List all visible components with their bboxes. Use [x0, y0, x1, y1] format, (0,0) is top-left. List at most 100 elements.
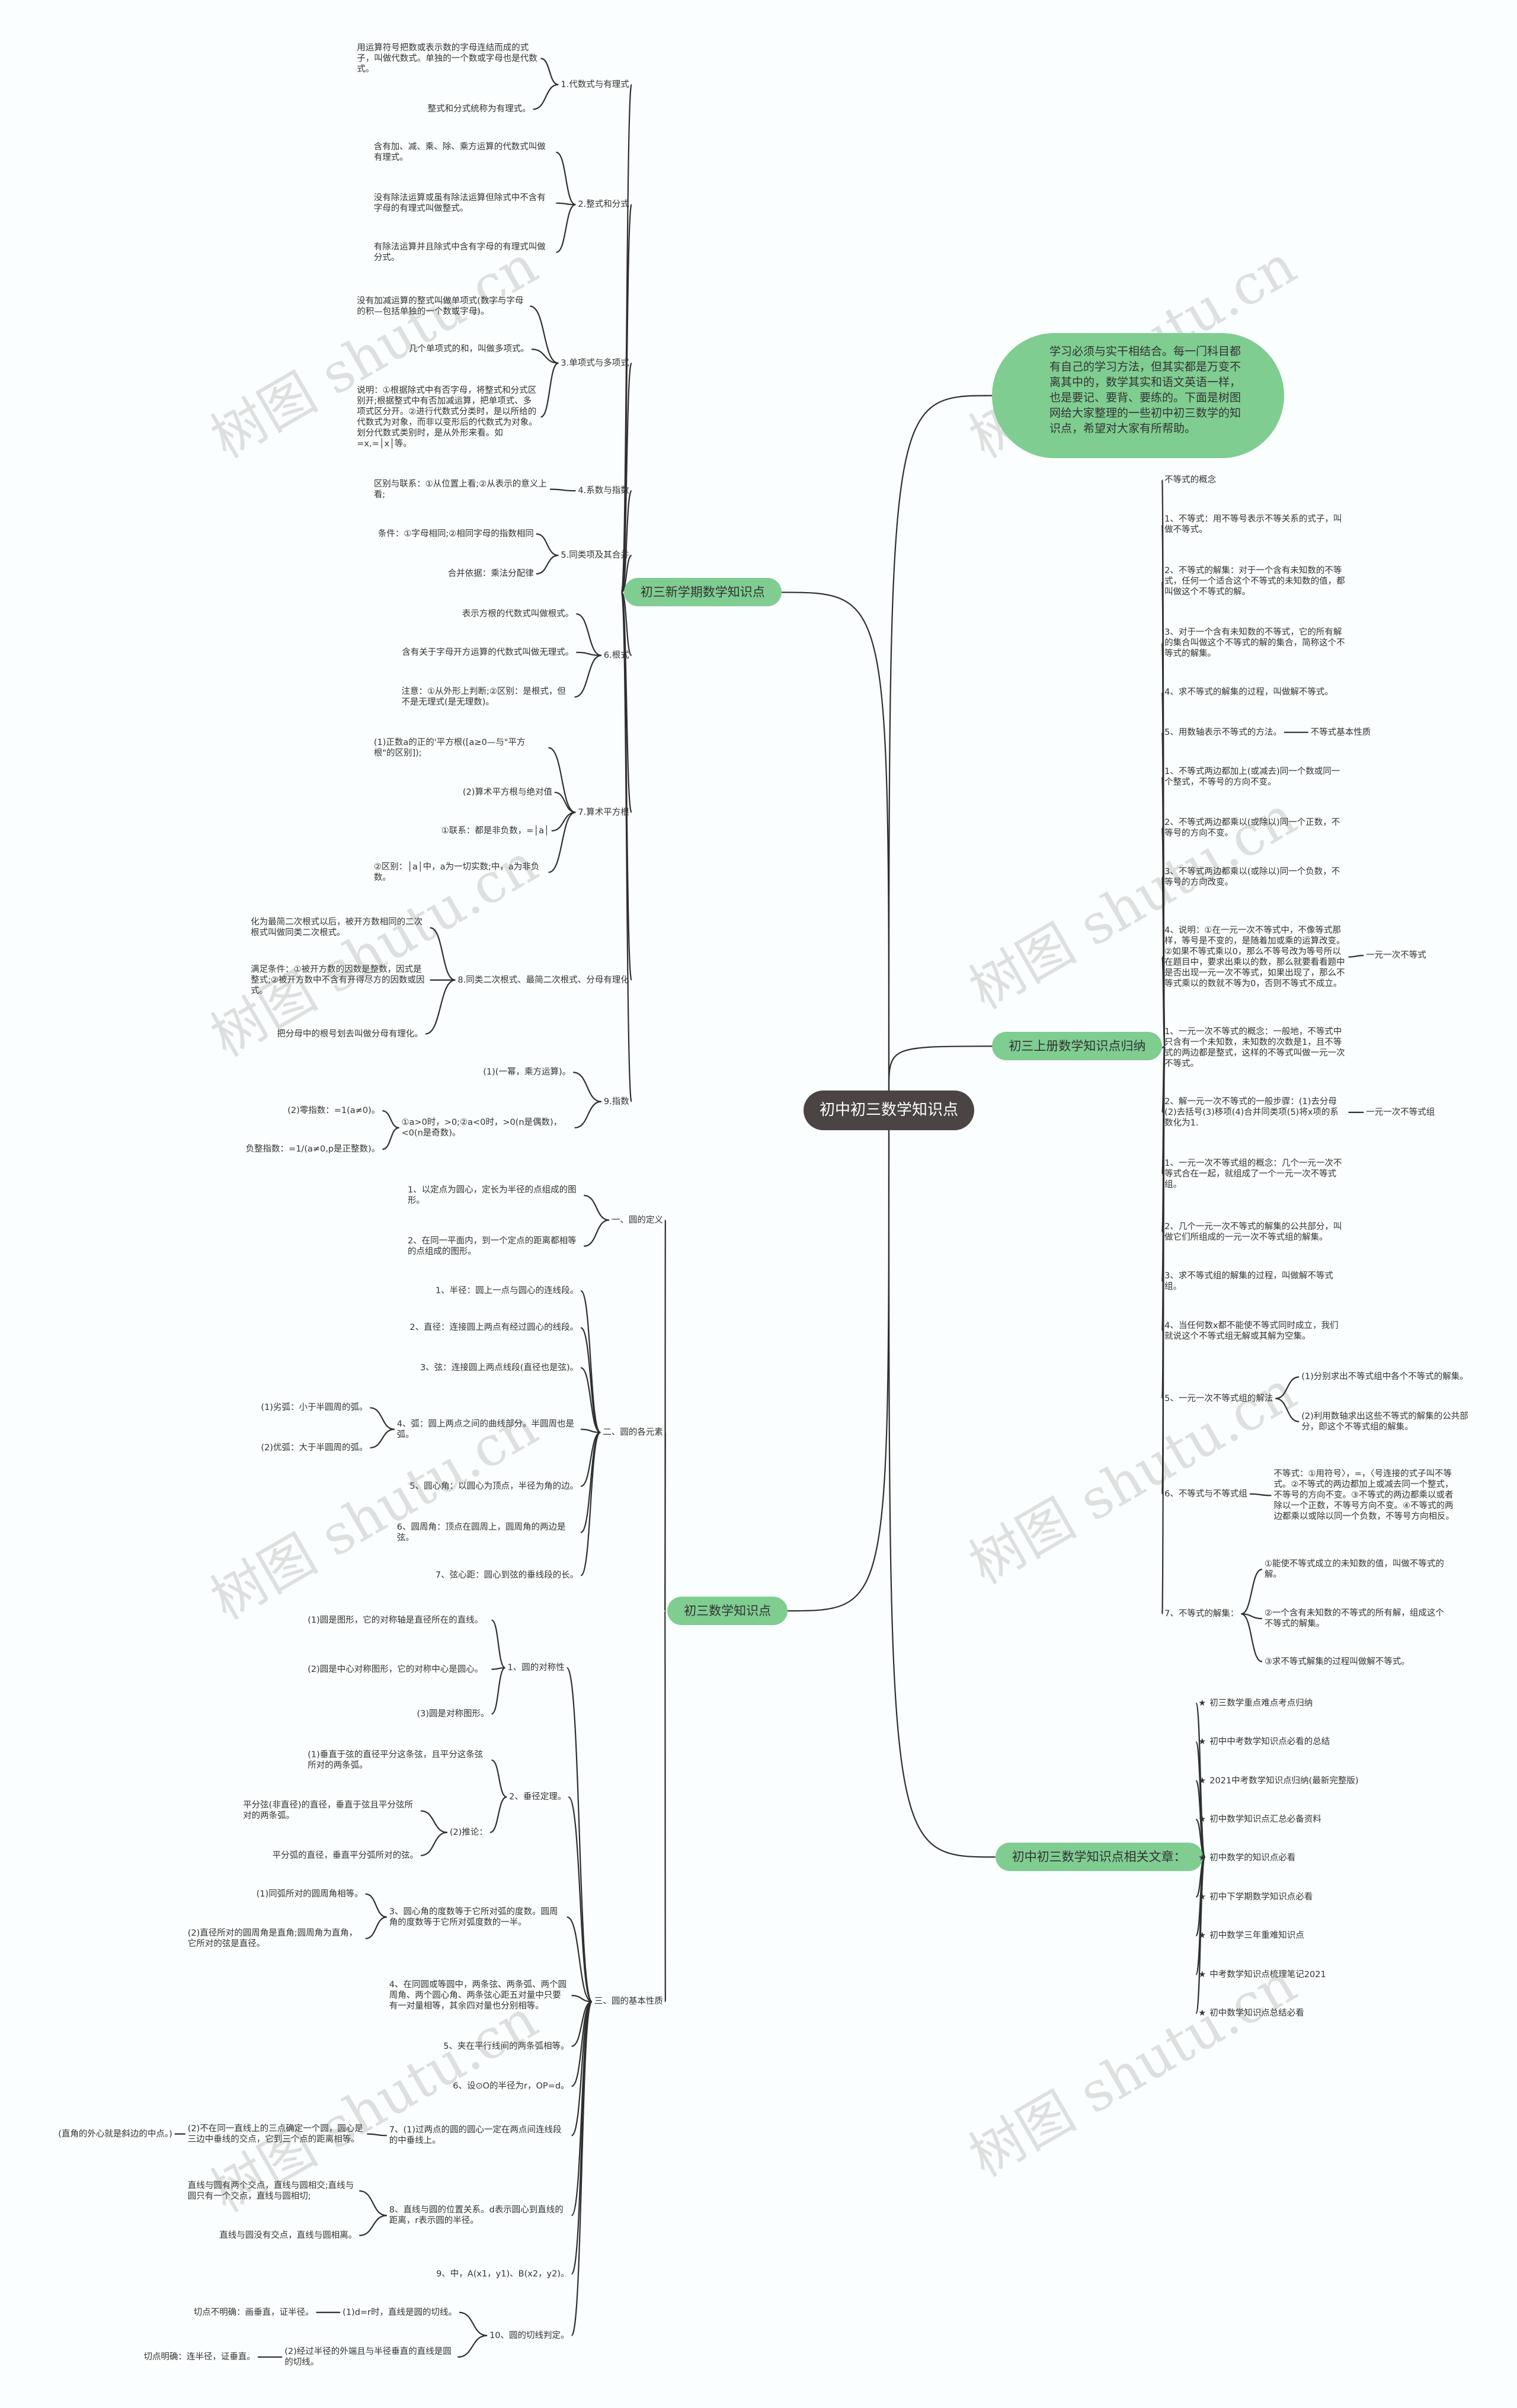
- subtopic: 1、一元一次不等式的概念：一般地，不等式中只含有一个未知数，未知数的次数是1，且…: [1164, 1026, 1345, 1069]
- topic-detail: 4、弧：圆上两点之间的曲线部分。半圆周也是弧。: [396, 1419, 574, 1440]
- connector-line: [620, 84, 632, 593]
- topic-detail: 平分弧的直径，垂直平分弧所对的弦。: [272, 1850, 419, 1860]
- connector-line: [580, 1431, 601, 1533]
- connector-line: [491, 1759, 507, 1798]
- topic-detail: (2)算术平方根与绝对值: [462, 787, 552, 797]
- topic-detail: (2)零指数：=1(a≠0)。: [287, 1106, 380, 1116]
- subtopic: 6、不等式与不等式组: [1164, 1489, 1247, 1499]
- related-article-title[interactable]: 2021中考数学知识点归纳(最新完整版): [1209, 1776, 1359, 1786]
- connector-line: [620, 362, 632, 593]
- related-article-title[interactable]: 初中数学知识点汇总必备资料: [1209, 1815, 1321, 1825]
- main-branch-3: 初三上册数学知识点归纳: [992, 1032, 1163, 1061]
- star-icon: ★: [1198, 1931, 1206, 1941]
- topic-detail: 含有加、减、乘、除、乘方运算的代数式叫做有理式。: [373, 142, 546, 162]
- related-article-link[interactable]: ★初三数学重点难点考点归纳: [1198, 1698, 1313, 1709]
- topic-detail: 6、设⊙O的半径为r，OP=d。: [453, 2081, 569, 2092]
- central-topic[interactable]: 初中初三数学知识点: [804, 1091, 974, 1130]
- related-article-title[interactable]: 初中数学三年重难知识点: [1209, 1931, 1304, 1941]
- related-article-title[interactable]: 初中数学知识点总结必看: [1209, 2009, 1304, 2019]
- topic-detail: 2、在同一平面内，到一个定点的距离都相等的点组成的图形。: [407, 1236, 577, 1256]
- subtopic: 9.指数: [603, 1096, 629, 1107]
- topic-detail: 3、弦：连接圆上两点线段(直径也是弦)。: [420, 1363, 579, 1373]
- connector-line: [1241, 1568, 1263, 1615]
- connector-line: [530, 305, 559, 364]
- related-article-link[interactable]: ★2021中考数学知识点归纳(最新完整版): [1198, 1776, 1358, 1786]
- topic-detail: (1)垂直于弦的直径平分这条弦，且平分这条弦所对的两条弧。: [308, 1750, 484, 1770]
- topic-detail: (直角的外心就是斜边的中点。): [58, 2129, 172, 2139]
- topic-detail: 一元一次不等式: [1366, 951, 1426, 961]
- connector-line: [584, 1219, 610, 1247]
- star-icon: ★: [1198, 1776, 1206, 1786]
- subtopic: 二、圆的各元素: [603, 1427, 663, 1437]
- connector-line: [1348, 955, 1364, 958]
- related-article-title[interactable]: 初三数学重点难点考点归纳: [1209, 1698, 1313, 1708]
- connector-line: [554, 791, 576, 813]
- connector-line: [580, 1290, 601, 1433]
- topic-detail: (1)同弧所对的圆周角相等。: [256, 1889, 363, 1899]
- topic-detail: (2)不在同一直线上的三点确定一个圆，圆心是三边中垂线的交点，它到三个点的距离相…: [187, 2124, 363, 2144]
- topic-detail: 7、弦心距：圆心到弦的垂线段的长。: [435, 1571, 579, 1581]
- star-icon: ★: [1198, 1737, 1206, 1747]
- topic-detail: 没有除法运算或虽有除法运算但除式中不含有字母的有理式叫做整式。: [373, 193, 546, 213]
- connector-line: [533, 84, 559, 110]
- star-icon: ★: [1198, 1853, 1206, 1863]
- connector-line: [540, 57, 559, 85]
- connector-line: [370, 1407, 395, 1430]
- related-article-link[interactable]: ★初中下学期数学知识点必看: [1198, 1892, 1313, 1902]
- related-article-link[interactable]: ★初中中考数学知识点必看的总结: [1198, 1737, 1330, 1747]
- connector-line: [573, 1072, 602, 1102]
- topic-detail: (2)优弧：大于半圆周的弧。: [261, 1443, 368, 1453]
- main-branch-0: 初三新学期数学知识点: [623, 578, 782, 607]
- connector-line: [556, 204, 576, 253]
- connector-line: [1161, 1045, 1166, 1615]
- connector-line: [571, 2001, 593, 2137]
- connector-line: [571, 1994, 592, 2003]
- connector-line: [370, 1428, 395, 1448]
- related-article-title[interactable]: 中考数学知识点梳理笔记2021: [1209, 1969, 1326, 1980]
- connector-line: [888, 1045, 993, 1092]
- topic-detail: 平分弦(非直径)的直径，垂直于弦且平分弦所对的两条弧。: [243, 1801, 413, 1821]
- subtopic: 1.代数式与有理式: [561, 79, 629, 89]
- connector-line: [430, 927, 456, 981]
- related-article-title[interactable]: 初中中考数学知识点必看的总结: [1209, 1737, 1330, 1747]
- topic-detail: 1、以定点为圆心，定长为半径的点组成的图形。: [407, 1185, 577, 1206]
- related-article-title[interactable]: 初中下学期数学知识点必看: [1209, 1892, 1313, 1902]
- connector-line: [620, 591, 632, 656]
- connector-line: [489, 1796, 507, 1833]
- star-icon: ★: [1198, 2009, 1206, 2019]
- topic-detail: (2)利用数轴求出这些不等式的解集的公共部分，即这个不等式组的解集。: [1301, 1411, 1468, 1432]
- connector-line: [788, 1128, 890, 1612]
- related-article-link[interactable]: ★初中数学的知识点必看: [1198, 1853, 1295, 1863]
- topic-detail: 把分母中的根号划去叫做分母有理化。: [277, 1029, 423, 1039]
- main-branch-1: 初三数学知识点: [667, 1597, 788, 1625]
- related-article-title[interactable]: 初中数学的知识点必看: [1209, 1853, 1296, 1863]
- connector-line: [574, 654, 602, 698]
- connector-line: [548, 747, 576, 813]
- connector-line: [531, 348, 559, 364]
- topic-detail: 直线与圆没有交点，直线与圆相离。: [219, 2230, 357, 2240]
- topic-detail: 4、在同圆或等圆中，两条弦、两条弧、两个圆周角、两个圆心角、两条弦心距五对量中只…: [389, 1980, 567, 2011]
- subtopic: 8.同类二次根式、最简二次根式、分母有理化: [457, 975, 629, 985]
- topic-detail: 5、夹在平行线间的两条弧相等。: [443, 2041, 569, 2051]
- related-article-link[interactable]: ★初中数学知识点总结必看: [1198, 2008, 1304, 2019]
- related-article-link[interactable]: ★初中数学三年重难知识点: [1198, 1930, 1304, 1941]
- connector-line: [491, 1619, 506, 1669]
- topic-detail: ③求不等式解集的过程叫做解不等式。: [1264, 1657, 1410, 1667]
- topic-detail: (2)圆是中心对称图形，它的对称中心是圆心。: [308, 1664, 484, 1674]
- topic-detail: 6、圆周角：顶点在圆周上，圆周角的两边是弦。: [396, 1522, 566, 1543]
- topic-detail: ①a>0时，>0;②a<0时，>0(n是偶数)，<0(n是奇数)。: [401, 1117, 562, 1138]
- connector-line: [621, 555, 632, 593]
- related-article-link[interactable]: ★初中数学知识点汇总必备资料: [1198, 1814, 1321, 1825]
- topic-detail: 1、圆的对称性: [507, 1663, 565, 1673]
- connector-line: [556, 202, 576, 206]
- intro-bubble: 学习必须与实干相结合。每一门科目都有自己的学习方法，但其实都是万变不离其中的，数…: [992, 333, 1284, 458]
- connector-line: [580, 1367, 601, 1433]
- related-article-link[interactable]: ★中考数学知识点梳理笔记2021: [1198, 1969, 1326, 1980]
- connector-line: [566, 1667, 593, 2003]
- topic-detail: 有除法运算并且除式中含有字母的有理式叫做分式。: [373, 242, 546, 263]
- connector-line: [425, 979, 456, 1035]
- connector-line: [365, 1916, 387, 1940]
- topic-detail: 区别与联系：①从位置上看;②从表示的意义上看;: [373, 479, 547, 500]
- connector-line: [1195, 1818, 1206, 1858]
- connector-line: [1241, 1613, 1263, 1662]
